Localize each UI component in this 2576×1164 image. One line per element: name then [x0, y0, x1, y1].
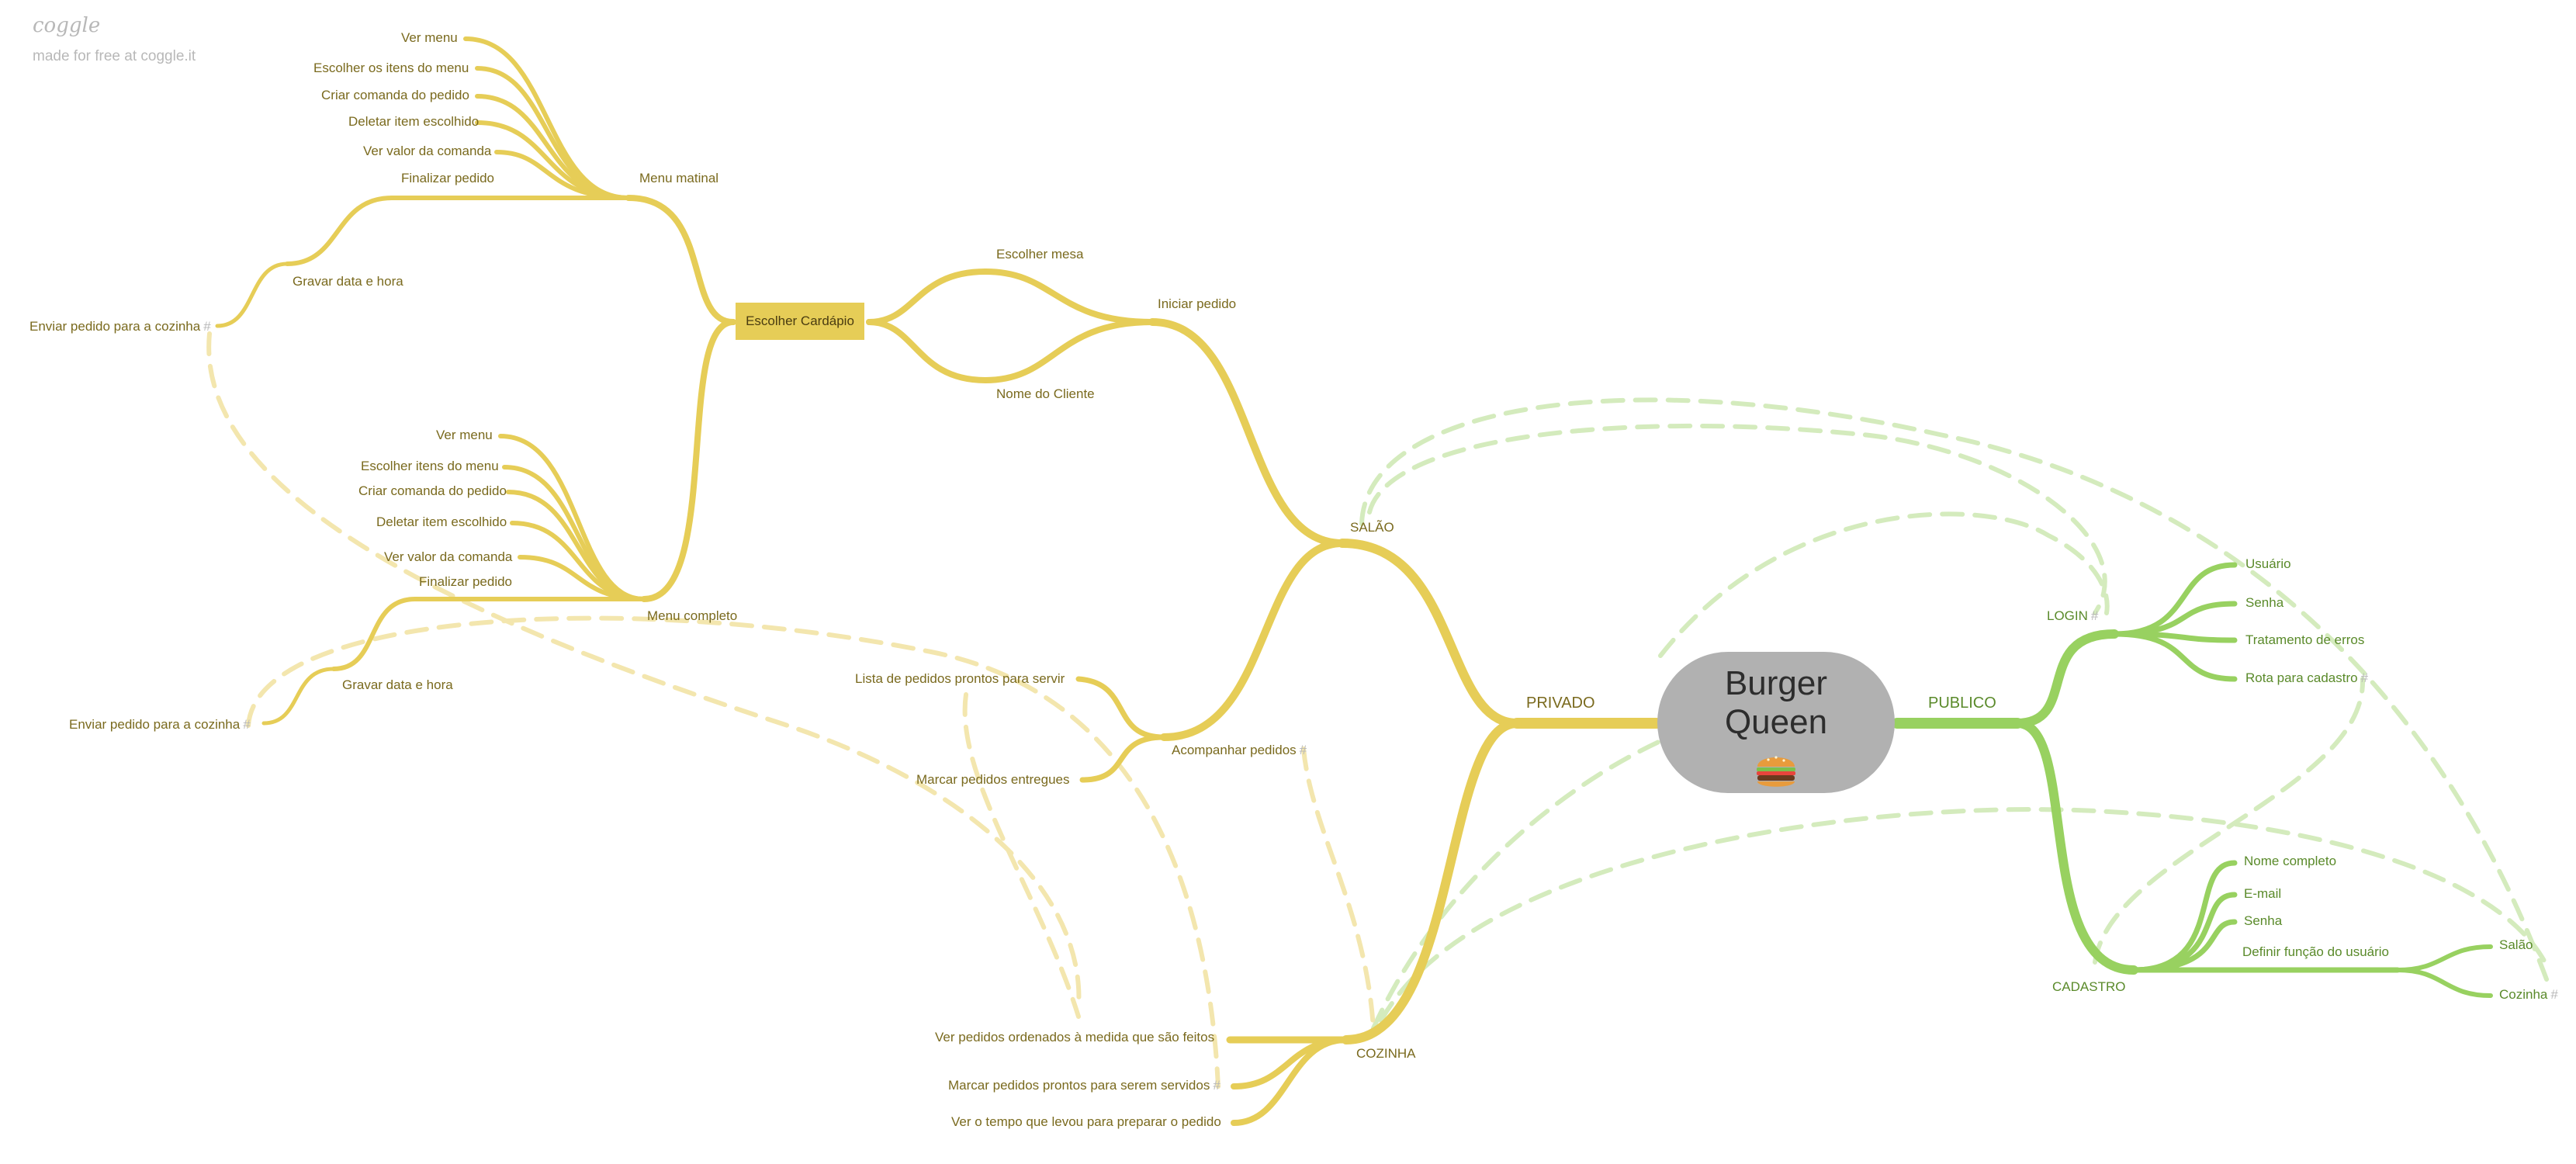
cozinha-item[interactable]: Marcar pedidos prontos para serem servid…: [948, 1078, 1220, 1093]
matinal-item[interactable]: Criar comanda do pedido: [321, 88, 469, 102]
cross-links-yellow: [206, 331, 1376, 1089]
node-definir-funcao[interactable]: Definir função do usuário: [2242, 944, 2390, 959]
matinal-gravar[interactable]: Gravar data e hora: [293, 274, 403, 289]
cozinha-item[interactable]: Ver pedidos ordenados à medida que são f…: [935, 1030, 1215, 1044]
burger-icon: [1757, 756, 1795, 787]
node-privado[interactable]: PRIVADO: [1526, 695, 1595, 712]
root-node[interactable]: Burger Queen: [1657, 652, 1895, 793]
completo-enviar[interactable]: Enviar pedido para a cozinha#: [69, 717, 251, 733]
node-cadastro[interactable]: CADASTRO: [2052, 979, 2126, 994]
root-title: Burger Queen: [1724, 664, 1828, 741]
cadastro-item[interactable]: E-mail: [2244, 886, 2282, 901]
matinal-item[interactable]: Deletar item escolhido: [348, 114, 480, 129]
login-label: LOGIN: [2047, 608, 2088, 623]
node-login[interactable]: LOGIN#: [2047, 608, 2098, 624]
cadastro-item[interactable]: Senha: [2244, 913, 2283, 928]
link-marker[interactable]: #: [1213, 1078, 1220, 1093]
node-menu-completo[interactable]: Menu completo: [647, 608, 738, 623]
acompanhar-label: Acompanhar pedidos: [1172, 743, 1297, 757]
coggle-logo[interactable]: coggle: [33, 14, 101, 37]
cadastro-item[interactable]: Nome completo: [2244, 854, 2337, 868]
node-lista-prontos[interactable]: Lista de pedidos prontos para servir: [855, 671, 1065, 686]
link-marker[interactable]: #: [243, 717, 251, 732]
completo-item[interactable]: Criar comanda do pedido: [358, 483, 507, 498]
link-marker[interactable]: #: [1299, 743, 1307, 757]
login-item[interactable]: Rota para cadastro#: [2245, 670, 2368, 686]
link-marker[interactable]: #: [2090, 608, 2099, 623]
node-menu-matinal[interactable]: Menu matinal: [639, 171, 719, 185]
funcao-item-label: Cozinha: [2499, 987, 2548, 1002]
publico-branch: [1892, 562, 2493, 998]
node-acompanhar-pedidos[interactable]: Acompanhar pedidos#: [1172, 743, 1307, 758]
coggle-tagline[interactable]: made for free at coggle.it: [33, 48, 196, 64]
matinal-item[interactable]: Ver valor da comanda: [363, 144, 492, 158]
matinal-item[interactable]: Ver menu: [401, 30, 458, 45]
funcao-item[interactable]: Salão: [2499, 937, 2533, 952]
cozinha-item-label: Marcar pedidos prontos para serem servid…: [948, 1078, 1210, 1093]
login-item-label: Rota para cadastro: [2245, 670, 2358, 685]
matinal-enviar[interactable]: Enviar pedido para a cozinha#: [29, 319, 211, 334]
cross-links-green: [1359, 397, 2551, 1031]
completo-item[interactable]: Escolher itens do menu: [361, 459, 499, 473]
link-marker[interactable]: #: [2360, 670, 2369, 685]
cozinha-item[interactable]: Ver o tempo que levou para preparar o pe…: [951, 1114, 1221, 1129]
completo-item[interactable]: Ver valor da comanda: [384, 549, 513, 564]
completo-item[interactable]: Deletar item escolhido: [376, 514, 507, 529]
completo-item[interactable]: Ver menu: [436, 428, 493, 442]
node-salao[interactable]: SALÃO: [1350, 520, 1394, 535]
completo-item[interactable]: Finalizar pedido: [419, 574, 513, 589]
link-marker[interactable]: #: [2550, 987, 2558, 1002]
matinal-item[interactable]: Finalizar pedido: [401, 171, 495, 185]
node-nome-cliente[interactable]: Nome do Cliente: [996, 386, 1095, 401]
login-item[interactable]: Tratamento de erros: [2245, 632, 2365, 647]
node-iniciar-pedido[interactable]: Iniciar pedido: [1158, 296, 1237, 311]
funcao-item[interactable]: Cozinha#: [2499, 987, 2558, 1003]
privado-branch: [215, 36, 1662, 1126]
node-marcar-entregues[interactable]: Marcar pedidos entregues: [916, 772, 1070, 787]
login-item[interactable]: Usuário: [2245, 556, 2291, 571]
login-item[interactable]: Senha: [2245, 595, 2284, 610]
node-escolher-cardapio[interactable]: Escolher Cardápio: [736, 303, 864, 340]
node-escolher-mesa[interactable]: Escolher mesa: [996, 247, 1084, 262]
completo-gravar[interactable]: Gravar data e hora: [342, 677, 453, 692]
matinal-enviar-label: Enviar pedido para a cozinha: [29, 319, 201, 334]
node-publico[interactable]: PUBLICO: [1928, 695, 1996, 712]
link-marker[interactable]: #: [203, 319, 211, 334]
completo-enviar-label: Enviar pedido para a cozinha: [69, 717, 241, 732]
matinal-item[interactable]: Escolher os itens do menu: [313, 61, 469, 75]
node-cozinha[interactable]: COZINHA: [1356, 1046, 1416, 1061]
